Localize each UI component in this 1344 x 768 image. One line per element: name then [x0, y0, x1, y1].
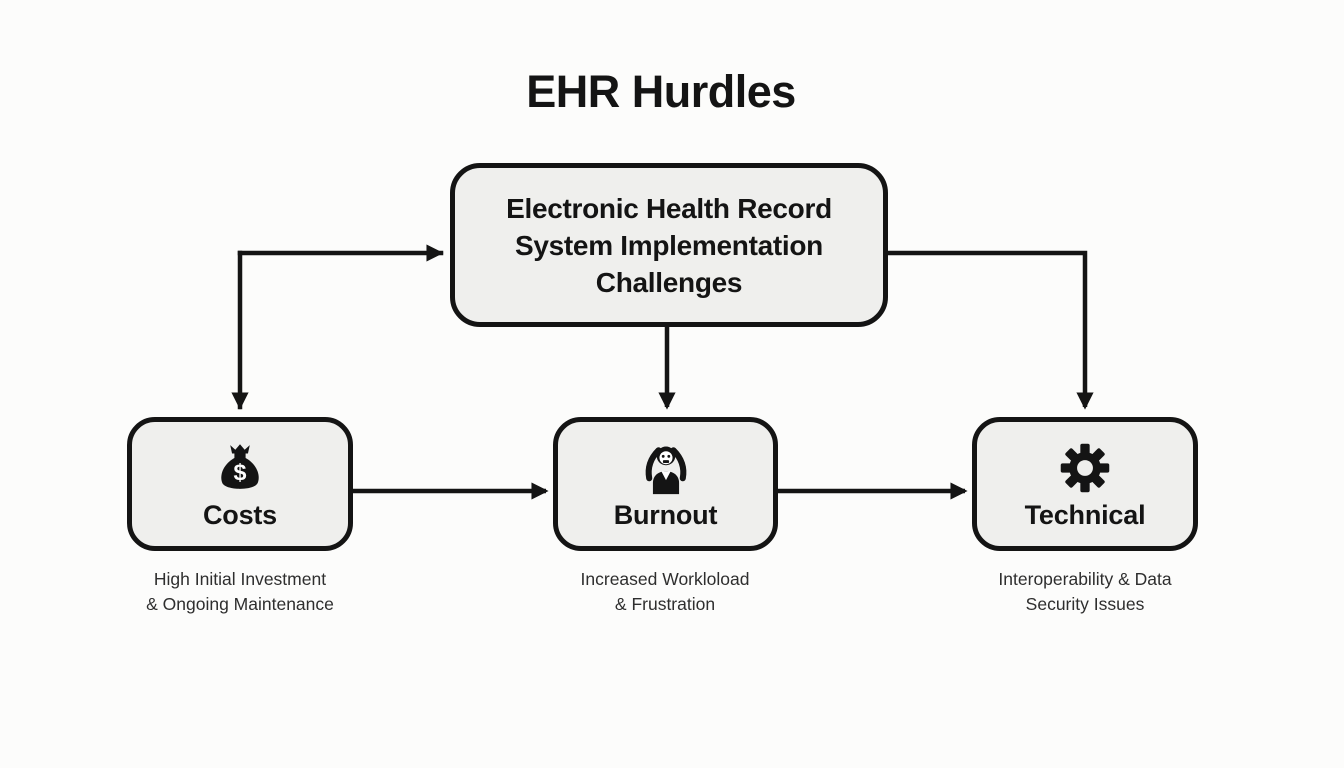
diagram-title: EHR Hurdles	[526, 66, 796, 117]
root-node-line: Electronic Health Record	[506, 192, 832, 224]
node-technical: Technical	[972, 417, 1198, 551]
caption-technical: Interoperability & Data Security Issues	[945, 567, 1225, 616]
caption-burnout: Increased Workloload & Frustration	[525, 567, 805, 616]
caption-costs: High Initial Investment & Ongoing Mainte…	[100, 567, 380, 616]
gear-icon	[1057, 440, 1113, 496]
caption-line: Increased Workloload	[580, 569, 750, 589]
node-costs: $ Costs	[127, 417, 353, 551]
node-burnout: Burnout	[553, 417, 778, 551]
root-node-line: Challenges	[595, 266, 743, 298]
node-technical-label: Technical	[1024, 499, 1146, 530]
stressed-person-icon	[637, 440, 695, 496]
caption-line: & Ongoing Maintenance	[146, 593, 334, 614]
node-costs-label: Costs	[202, 499, 277, 530]
node-burnout-label: Burnout	[613, 499, 718, 530]
node-root: Electronic Health Record System Implemen…	[450, 163, 888, 327]
svg-text:$: $	[234, 459, 247, 485]
connector-root-to-technical	[884, 250, 1094, 410]
caption-line: Security Issues	[1025, 593, 1145, 614]
caption-line: Interoperability & Data	[998, 569, 1172, 589]
money-bag-icon: $	[212, 440, 268, 496]
caption-line: High Initial Investment	[153, 569, 327, 589]
root-node-line: System Implementation	[514, 229, 823, 261]
caption-line: & Frustration	[614, 593, 716, 614]
